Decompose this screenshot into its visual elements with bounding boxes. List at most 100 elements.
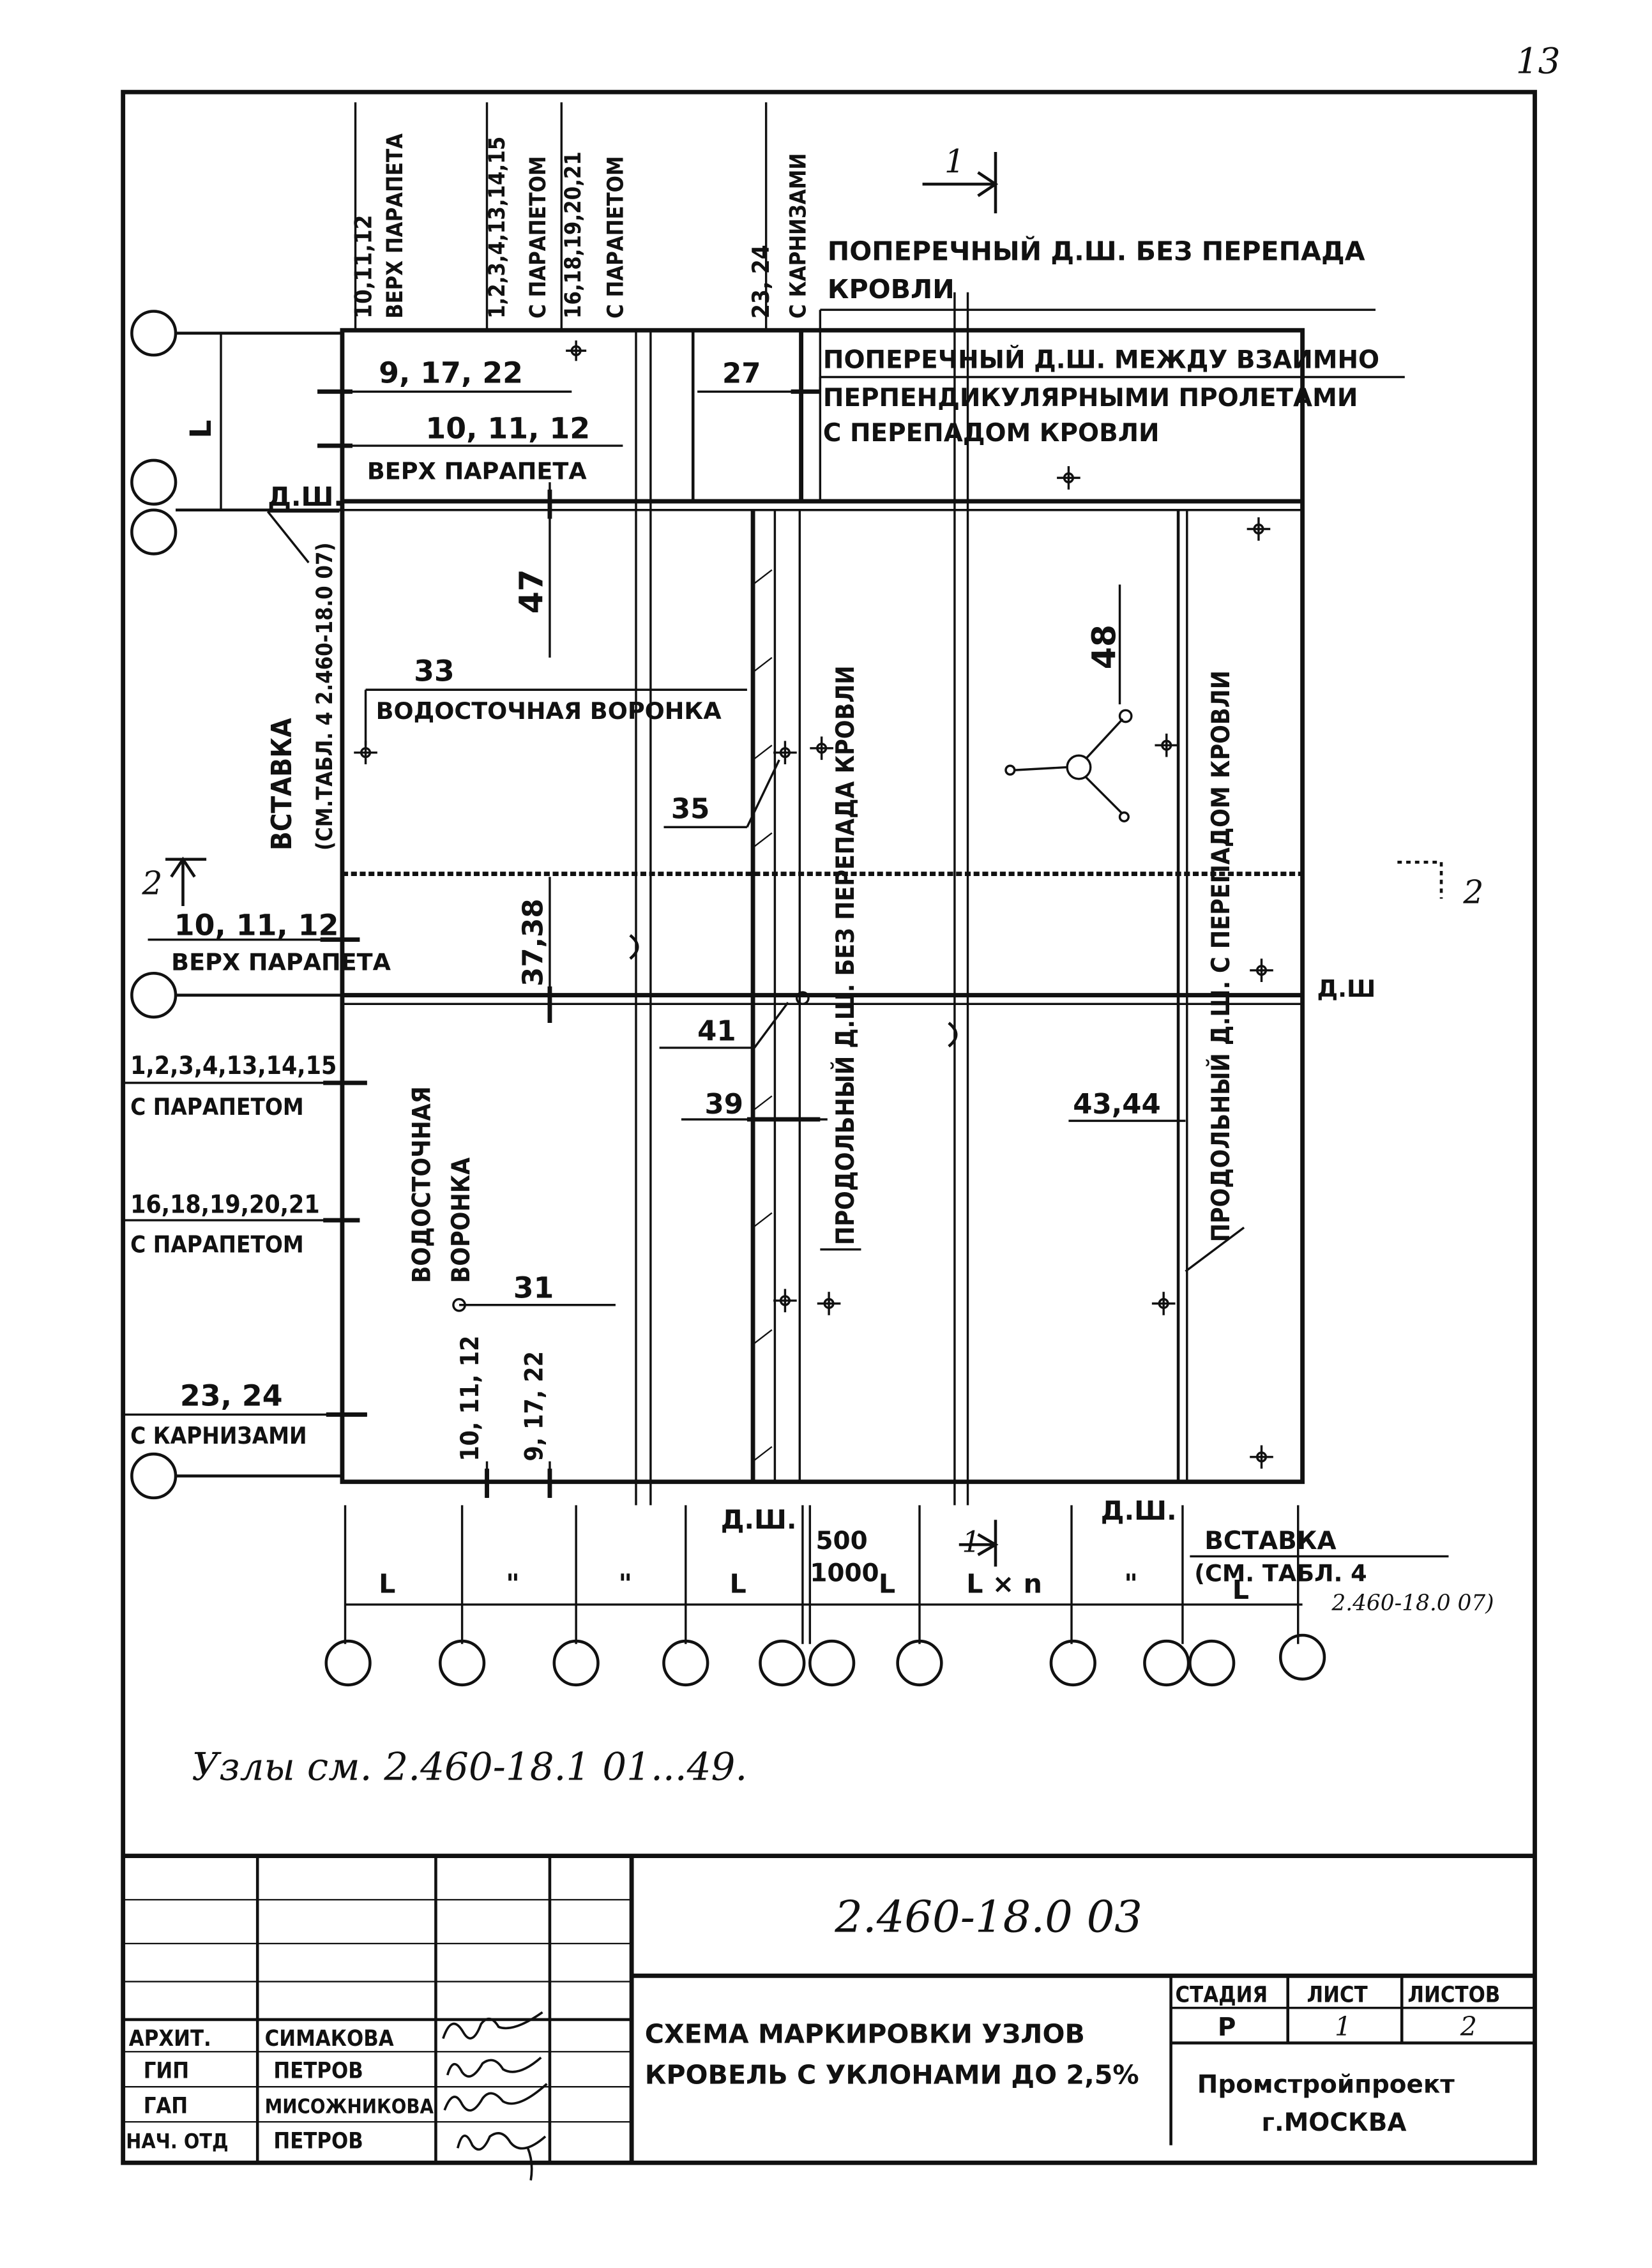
callout-long-joint-drop: ПРОДОЛЬНЫЙ Д.Ш. С ПЕРЕПАДОМ КРОВЛИ (1206, 670, 1236, 1242)
callout-funnel-vert-b: ВОРОНКА (447, 1158, 476, 1283)
callout-top-parapet-2: 1,2,3,4,13,14,15 (485, 137, 510, 319)
callout-left-s-parapetom-1: С ПАРАПЕТОМ (130, 1093, 304, 1121)
break-mark-1 (629, 934, 639, 960)
callout-insert-bot-c: 2.460-18.0 07) (1331, 1591, 1494, 1616)
callout-left-10-11-12: 10, 11, 12 (174, 909, 339, 942)
dim-2: " (506, 1569, 519, 1599)
name-2: ПЕТРОВ (273, 2058, 363, 2083)
drain-markers (354, 340, 1273, 1469)
break-mark-2 (948, 1022, 958, 1048)
callout-top-parapet-3: 16,18,19,20,21 (561, 151, 586, 319)
sheet-frame (121, 89, 1537, 2165)
callout-left-16-21: 16,18,19,20,21 (130, 1191, 320, 1220)
tick-marks (317, 389, 821, 1498)
callout-bot-9-17-22: 9, 17, 22 (520, 1351, 549, 1462)
callout-ds-bottom-2: Д.Ш. (1101, 1495, 1177, 1526)
callout-top-parapet-3-sub: С ПАРАПЕТОМ (603, 156, 628, 319)
stage-value: Р (1218, 2013, 1236, 2042)
title-block: 2.460-18.0 03 СХЕМА МАРКИРОВКИ УЗЛОВ КРО… (123, 1854, 1535, 2181)
org-line-1: Промстройпроект (1197, 2070, 1455, 2099)
nodes-note: Узлы см. 2.460-18.1 01...49. (192, 1746, 747, 1790)
callout-top-eaves-sub: С КАРНИЗАМИ (785, 153, 811, 319)
callout-bot-10-11-12: 10, 11, 12 (456, 1336, 485, 1462)
callout-ds-bottom-1: Д.Ш. (721, 1504, 797, 1535)
section-1-bottom: 1 (962, 1525, 980, 1559)
bottom-dimension (344, 1505, 1303, 1644)
callout-10-11-12-top: 10, 11, 12 (425, 412, 590, 446)
callout-left-s-parapetom-2: С ПАРАПЕТОМ (130, 1230, 304, 1258)
insert-box (691, 328, 803, 503)
role-1: АРХИТ. (129, 2026, 211, 2052)
section-1-top: 1 (944, 142, 965, 180)
page-number: 13 (1516, 40, 1561, 81)
role-3: ГАП (144, 2093, 188, 2119)
callout-top-parapet-1-sub: ВЕРХ ПАРАПЕТА (383, 133, 408, 319)
org-line-2: г.МОСКВА (1262, 2108, 1407, 2137)
callout-33: 33 (414, 654, 455, 688)
callout-insert-bot-b: (СМ. ТАБЛ. 4 (1194, 1559, 1367, 1587)
doc-code: 2.460-18.0 03 (834, 1892, 1142, 1943)
callout-39: 39 (705, 1089, 744, 1121)
callout-41: 41 (697, 1016, 736, 1048)
stage-header: СТАДИЯ (1175, 1982, 1268, 2007)
sheet-value: 1 (1335, 2011, 1351, 2042)
dim-6: L × n (966, 1569, 1042, 1599)
title-line-1: СХЕМА МАРКИРОВКИ УЗЛОВ (645, 2019, 1085, 2050)
axis-bubbles-left (130, 310, 342, 1500)
callout-transverse-1b: КРОВЛИ (828, 274, 955, 305)
dim-7: " (1124, 1569, 1137, 1599)
name-1: СИМАКОВА (265, 2026, 394, 2052)
dim-1000: 1000 (810, 1559, 879, 1587)
callout-left-verkh-parapeta: ВЕРХ ПАРАПЕТА (171, 949, 391, 976)
callout-funnel-vert-a: ВОДОСТОЧНАЯ (407, 1086, 436, 1283)
name-3: МИСОЖНИКОВА (265, 2095, 434, 2118)
callout-top-parapet-1: 10,11,12 (350, 215, 377, 319)
callout-top-parapet-2-sub: С ПАРАПЕТОМ (526, 156, 551, 319)
callout-top-eaves: 23, 24 (747, 245, 775, 319)
callout-47: 47 (513, 569, 550, 614)
callout-transverse-2b: ПЕРПЕНДИКУЛЯРНЫМИ ПРОЛЕТАМИ (823, 384, 1358, 412)
axis-bubbles-bottom (324, 1633, 1326, 1687)
callout-transverse-2a: ПОПЕРЕЧНЫЙ Д.Ш. МЕЖДУ ВЗАИМНО (823, 345, 1379, 375)
name-4: ПЕТРОВ (273, 2128, 363, 2154)
callout-funnel: ВОДОСТОЧНАЯ ВОРОНКА (376, 697, 722, 725)
dim-1: L (379, 1569, 395, 1599)
callout-31: 31 (513, 1271, 554, 1304)
callout-long-joint-no-drop: ПРОДОЛЬНЫЙ Д.Ш. БЕЗ ПЕРЕПАДА КРОВЛИ (830, 665, 860, 1245)
joint-hatching (752, 569, 773, 1462)
role-4: НАЧ. ОТД (126, 2129, 229, 2153)
callout-insert-a: ВСТАВКА (266, 718, 298, 850)
dim-4: L (729, 1569, 746, 1599)
callout-verkh-parapeta-top: ВЕРХ ПАРАПЕТА (367, 458, 587, 485)
callout-48: 48 (1086, 624, 1123, 669)
callout-insert-b: (СМ.ТАБЛ. 4 2.460-18.0 07) (312, 543, 338, 850)
callout-9-17-22: 9, 17, 22 (379, 356, 523, 390)
roof-plan: L L " (123, 102, 1494, 1790)
callout-37-38: 37,38 (518, 898, 550, 987)
dim-5: L (879, 1569, 895, 1599)
left-dim-L: L (184, 420, 218, 438)
building-outline (340, 328, 1305, 1485)
callout-35: 35 (671, 794, 710, 826)
section-2-right: 2 (1462, 873, 1483, 911)
sheets-header: ЛИСТОВ (1407, 1982, 1500, 2007)
callout-left-1-15: 1,2,3,4,13,14,15 (130, 1052, 337, 1080)
callout-ds-top-left: Д.Ш. (268, 481, 344, 512)
section-marks (165, 152, 1443, 1567)
callout-transverse-1a: ПОПЕРЕЧНЫЙ Д.Ш. БЕЗ ПЕРЕПАДА (828, 236, 1365, 266)
callout-insert-bot-a: ВСТАВКА (1204, 1527, 1336, 1555)
title-line-2: КРОВЕЛЬ С УКЛОНАМИ ДО 2,5% (645, 2060, 1139, 2090)
dim-3: " (619, 1569, 632, 1599)
callout-left-s-karnizami: С КАРНИЗАМИ (130, 1422, 307, 1449)
dim-500: 500 (815, 1527, 867, 1555)
signatures (442, 2011, 548, 2181)
node-48-symbol (1004, 709, 1133, 822)
callout-27: 27 (722, 358, 761, 390)
callout-left-23-24: 23, 24 (180, 1379, 283, 1413)
dim-8: L (1232, 1575, 1249, 1605)
callout-ds-right: Д.Ш (1317, 975, 1375, 1002)
section-2-left: 2 (141, 865, 162, 902)
sheets-value: 2 (1460, 2011, 1477, 2042)
role-2: ГИП (144, 2058, 189, 2083)
